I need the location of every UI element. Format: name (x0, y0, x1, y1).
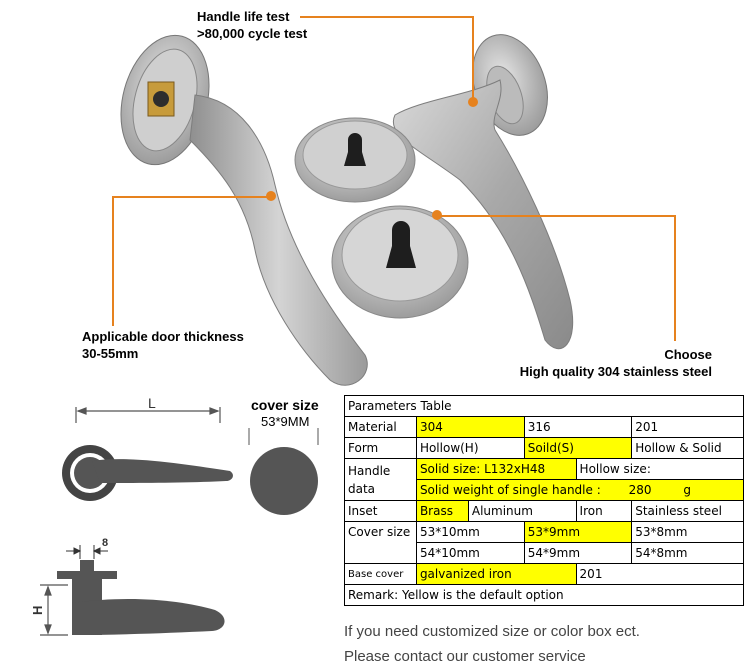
choose-title: Choose (664, 347, 712, 362)
cover-54x9: 54*9mm (523, 542, 633, 564)
life-test-value: >80,000 cycle test (197, 26, 308, 41)
dimension-diagram: L 8 H (30, 395, 319, 636)
table-row-handle-2: Solid weight of single handle : 280 g (345, 479, 745, 501)
remark: Remark: Yellow is the default option (344, 584, 744, 606)
table-title-row: Parameters Table (344, 395, 744, 417)
cover-size-value: 53*9MM (261, 414, 310, 429)
table-row-handle-1: Handle data Solid size: L132xH48 Hollow … (344, 458, 745, 501)
base-opt-201: 201 (575, 563, 745, 585)
form-opt-hollow-solid: Hollow & Solid (631, 437, 744, 459)
cover-53x10: 53*10mm (415, 521, 525, 543)
right-handle-lever (392, 79, 574, 350)
cover-54x10: 54*10mm (415, 542, 525, 564)
length-dimension (75, 407, 221, 423)
door-thickness-title: Applicable door thickness (82, 329, 244, 344)
door-thickness-value: 30-55mm (82, 346, 139, 361)
table-row-cover-1: Cover size 53*10mm 53*9mm 53*8mm (344, 521, 744, 564)
handle-label-line1: Handle (348, 463, 391, 478)
table-row-remark: Remark: Yellow is the default option (344, 584, 744, 606)
escutcheon-front (331, 205, 469, 319)
height-dimension (40, 584, 68, 636)
material-opt-201: 201 (631, 416, 744, 438)
form-label: Form (344, 437, 417, 459)
cover-53x8: 53*8mm (631, 521, 744, 543)
cover-circle (250, 447, 318, 515)
callout-line-door-top (112, 196, 272, 198)
hollow-size: Hollow size: (575, 458, 745, 480)
length-label: L (148, 395, 156, 411)
material-opt-304: 304 (415, 416, 525, 438)
door-thickness-callout: Applicable door thickness 30-55mm (82, 328, 244, 362)
solid-weight-unit: g (683, 483, 691, 497)
solid-weight-value: 280 (628, 483, 652, 497)
callout-line-door-vertical (112, 196, 114, 326)
handle-label-line2: data (348, 481, 376, 496)
eight-dimension (66, 545, 108, 559)
height-label: H (30, 606, 45, 615)
callout-line-life-top (300, 16, 474, 18)
handle-data-label: Handle data (344, 458, 417, 501)
choose-callout: Choose High quality 304 stainless steel (520, 346, 712, 380)
handle-side-view (57, 560, 225, 635)
material-opt-316: 316 (523, 416, 633, 438)
callout-line-choose-top (438, 215, 676, 217)
left-handle-lever (189, 94, 368, 386)
life-test-callout: Handle life test >80,000 cycle test (197, 8, 307, 42)
callout-dot-life (468, 97, 478, 107)
table-row-form: Form Hollow(H) Soild(S) Hollow & Solid (344, 437, 744, 459)
cover-53x9: 53*9mm (523, 521, 633, 543)
callout-line-choose-vertical (674, 215, 676, 341)
note-line-2: Please contact our customer service (344, 648, 586, 665)
solid-size: Solid size: L132xH48 (415, 458, 577, 480)
inset-opt-aluminum: Aluminum (467, 500, 577, 522)
callout-line-life-vertical (472, 16, 474, 102)
cover-54x8: 54*8mm (631, 542, 744, 564)
inset-opt-iron: Iron (575, 500, 633, 522)
table-row-base: Base cover galvanized iron 201 (344, 563, 745, 585)
table-title: Parameters Table (344, 395, 744, 417)
base-cover-label: Base cover (344, 563, 417, 585)
cover-size-title: cover size (251, 397, 319, 413)
callout-dot-door (266, 191, 276, 201)
base-opt-galvanized: galvanized iron (415, 563, 577, 585)
cover-size-label: Cover size (344, 521, 417, 564)
inset-opt-stainless: Stainless steel (631, 500, 744, 522)
form-opt-solid: Soild(S) (523, 437, 633, 459)
choose-value: High quality 304 stainless steel (519, 364, 712, 379)
solid-weight-label: Solid weight of single handle : (419, 483, 601, 497)
eight-label: 8 (102, 537, 108, 549)
escutcheon-back (294, 117, 416, 203)
product-photo (120, 34, 574, 386)
solid-weight: Solid weight of single handle : 280 g (415, 479, 745, 501)
callout-dot-choose (432, 210, 442, 220)
handle-top-view (62, 445, 233, 501)
form-opt-hollow: Hollow(H) (415, 437, 525, 459)
parameters-table: Parameters Table Material 304 316 201 Fo… (344, 395, 745, 606)
life-test-title: Handle life test (197, 9, 290, 24)
material-label: Material (344, 416, 417, 438)
note-line-1: If you need customized size or color box… (344, 623, 640, 640)
table-row-material: Material 304 316 201 (344, 416, 744, 438)
inset-opt-brass: Brass (415, 500, 469, 522)
table-row-inset: Inset Brass Aluminum Iron Stainless stee… (344, 500, 744, 522)
inset-label: Inset (344, 500, 417, 522)
